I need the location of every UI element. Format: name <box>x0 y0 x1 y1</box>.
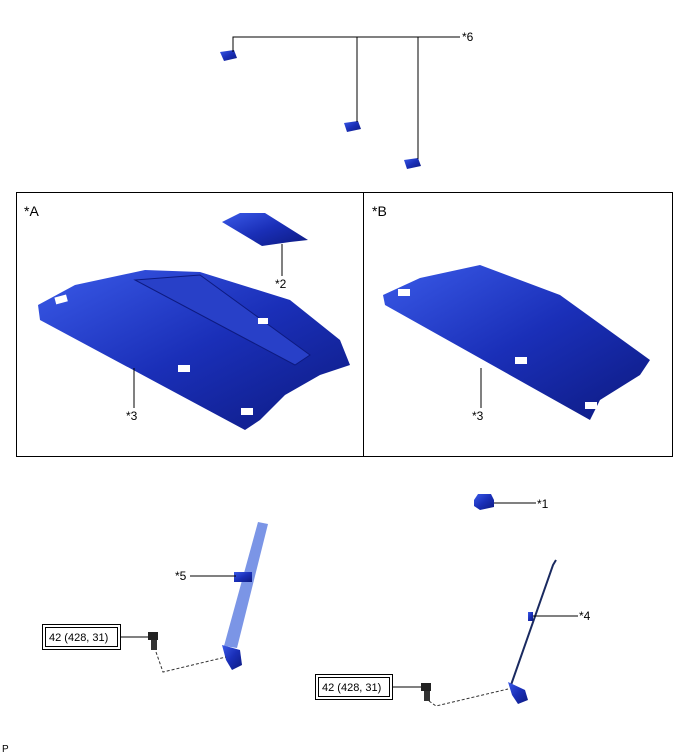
footer-code: P <box>2 744 9 755</box>
callout-4: *4 <box>579 609 591 623</box>
torque-box-left-inner <box>45 627 118 647</box>
torque-box-right-outer <box>315 674 393 700</box>
torque-spec-right: 42 (428, 31) <box>322 682 381 694</box>
torque-spec-left: 42 (428, 31) <box>49 632 108 644</box>
callout-1: *1 <box>537 497 549 511</box>
torque-box-left-outer <box>42 624 121 650</box>
part-1 <box>474 494 536 510</box>
panel-b-frame <box>363 192 673 457</box>
panel-b-label: *B <box>372 203 387 219</box>
callout-5: *5 <box>175 569 187 583</box>
package-tray-trim-a <box>38 270 350 430</box>
callout-3a: *3 <box>126 409 138 423</box>
seat-belt-part-4 <box>508 559 578 704</box>
callout-3b: *3 <box>472 409 484 423</box>
torque-box-right-inner <box>318 677 390 697</box>
seat-belt-part-5 <box>190 522 268 670</box>
clip-part-6 <box>220 36 460 169</box>
cover-part-2 <box>222 213 308 246</box>
package-tray-trim-b <box>383 265 650 420</box>
bolt-right <box>392 683 509 707</box>
callout-6: *6 <box>462 30 474 44</box>
callout-2: *2 <box>275 277 287 291</box>
bolt-left <box>120 632 227 673</box>
panel-a-label: *A <box>24 203 39 219</box>
